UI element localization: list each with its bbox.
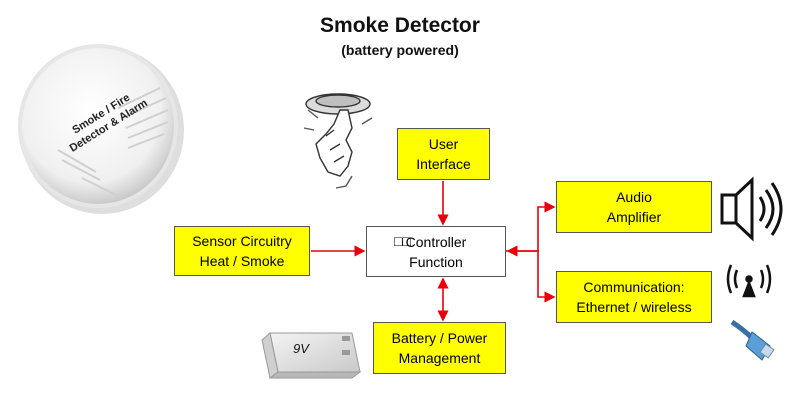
audio-amplifier-block: Audio Amplifier: [556, 181, 712, 233]
diagram-subtitle: (battery powered): [341, 42, 459, 58]
audio-amplifier-label: Audio Amplifier: [606, 189, 662, 225]
smoke-detector-device-icon: [18, 44, 184, 214]
controller-glyph: □□: [394, 233, 411, 249]
battery-9v-icon: [261, 332, 362, 379]
diagram-title: Smoke Detector: [320, 14, 480, 37]
arrow-controller-to-communication: [506, 245, 556, 303]
speaker-icon: [720, 176, 783, 242]
battery-management-label: Battery / Power Management: [391, 330, 488, 366]
user-interface-block: User Interface: [397, 128, 490, 180]
arrow-controller-to-audio: [506, 201, 556, 252]
sensor-block: Sensor Circuitry Heat / Smoke: [174, 226, 310, 276]
communication-label: Communication: Ethernet / wireless: [576, 279, 692, 315]
wireless-antenna-icon: [726, 264, 772, 298]
communication-block: Communication: Ethernet / wireless: [556, 271, 712, 323]
controller-block: □□ Controller Function: [366, 226, 506, 277]
user-interface-label: User Interface: [416, 136, 471, 172]
battery-voltage-label: 9V: [293, 341, 309, 356]
ethernet-cable-icon: [730, 319, 775, 361]
hand-pressing-button-icon: [303, 93, 373, 189]
sensor-label: Sensor Circuitry Heat / Smoke: [192, 233, 292, 269]
controller-label: Controller Function: [405, 233, 467, 270]
battery-management-block: Battery / Power Management: [373, 322, 506, 374]
